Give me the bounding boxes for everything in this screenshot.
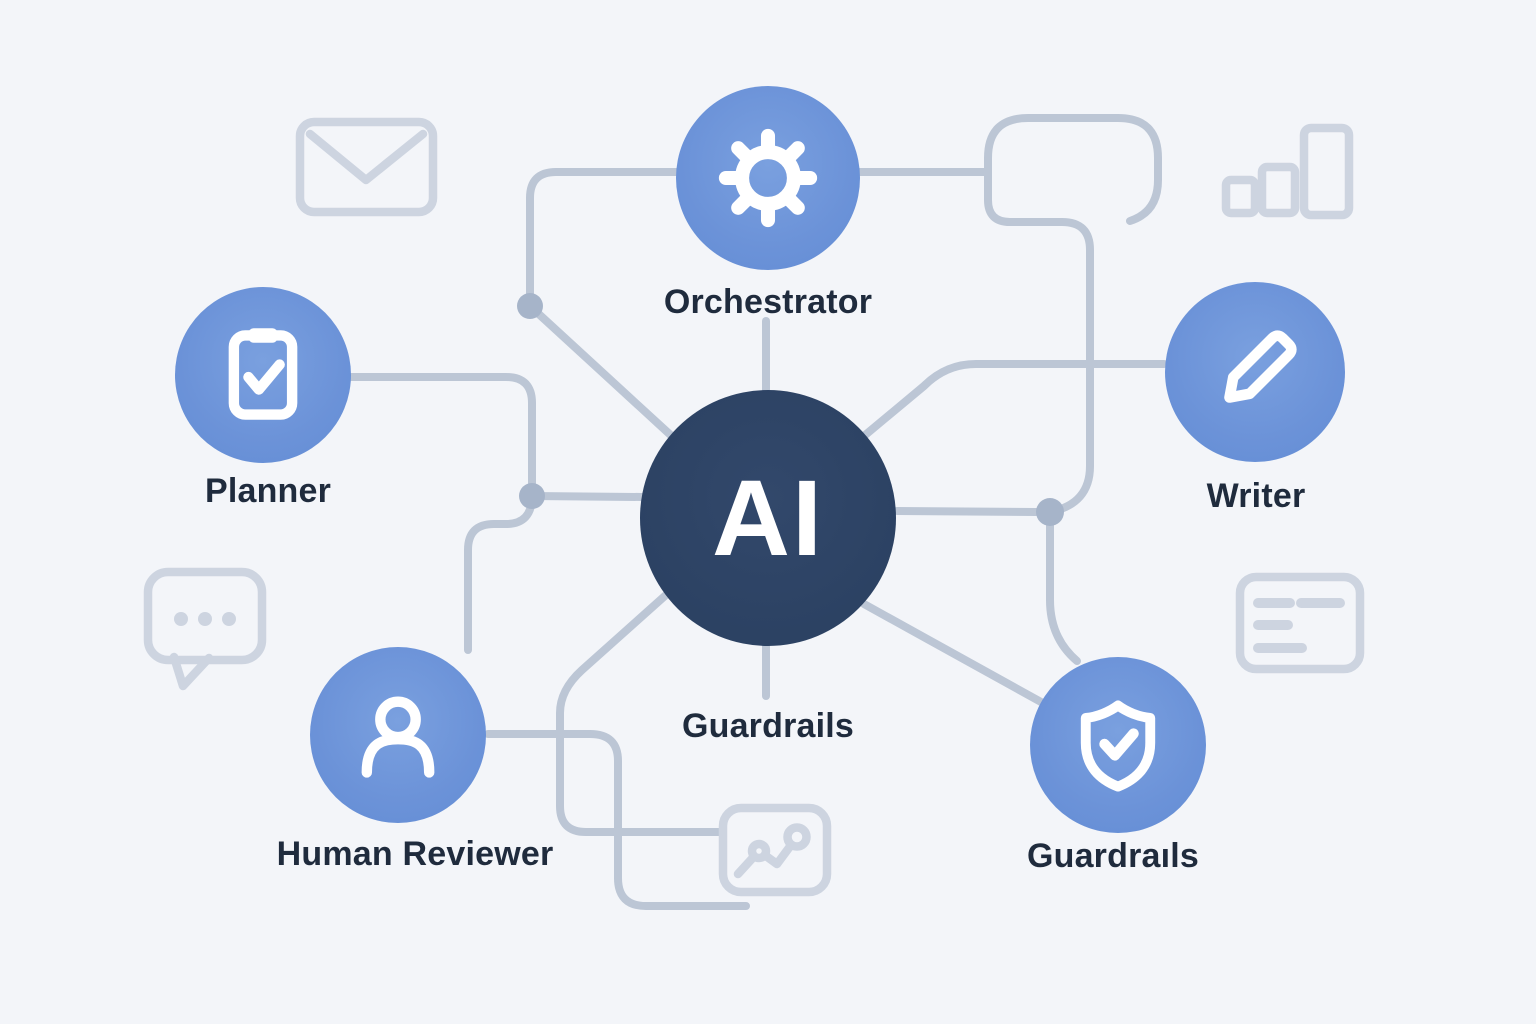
speech-bubble-icon: [143, 567, 267, 691]
node-label-guardrails: Guardraıls: [1026, 837, 1200, 875]
node-writer: [1165, 282, 1345, 462]
junction-dots: [517, 293, 1064, 526]
connector-junction3-guardrails: [1046, 508, 1081, 665]
connector-reviewer-bottom: [484, 730, 750, 910]
node-ai-center: AI: [640, 390, 896, 646]
floating-label-guardrails: Guardrails: [681, 707, 855, 745]
ai-label: AI: [712, 457, 824, 578]
pencil-icon: [1224, 330, 1297, 403]
connector-ai-junction3: [893, 507, 1040, 516]
connector-junction-ai: [526, 302, 680, 444]
envelope-icon: [295, 117, 438, 217]
decorative-icons: [143, 117, 1365, 897]
junction-dot: [1036, 498, 1064, 526]
connector-ai-writer: [848, 360, 1168, 450]
user-icon: [361, 696, 435, 778]
node-label-planner: Planner: [204, 472, 332, 510]
document-lines-icon: [1235, 572, 1365, 674]
connector-ai-guardrails-node: [860, 600, 1045, 706]
connector-junction3-loop: [984, 114, 1162, 516]
node-label-orchestrator: Orchestrator: [663, 283, 873, 321]
shield-check-icon: [1080, 700, 1156, 792]
node-guardrails: [1030, 657, 1206, 833]
trend-chart-icon: [718, 803, 832, 897]
gear-icon: [718, 128, 818, 228]
clipboard-check-icon: [228, 328, 298, 420]
connector-junction2-ai: [528, 492, 646, 501]
junction-dot: [519, 483, 545, 509]
node-human-reviewer: [310, 647, 486, 823]
connector-ai-trendicon: [556, 582, 724, 836]
connectors: [343, 114, 1168, 910]
connector-junction2-reviewer: [464, 492, 536, 654]
connector-planner-junction: [343, 373, 536, 498]
node-label-writer: Writer: [1206, 477, 1306, 515]
node-planner: [175, 287, 351, 463]
connector-junction-top: [526, 168, 990, 310]
node-orchestrator: [676, 86, 860, 270]
node-label-human-reviewer: Human Reviewer: [276, 835, 554, 873]
junction-dot: [517, 293, 543, 319]
bar-chart-icon: [1221, 123, 1354, 220]
